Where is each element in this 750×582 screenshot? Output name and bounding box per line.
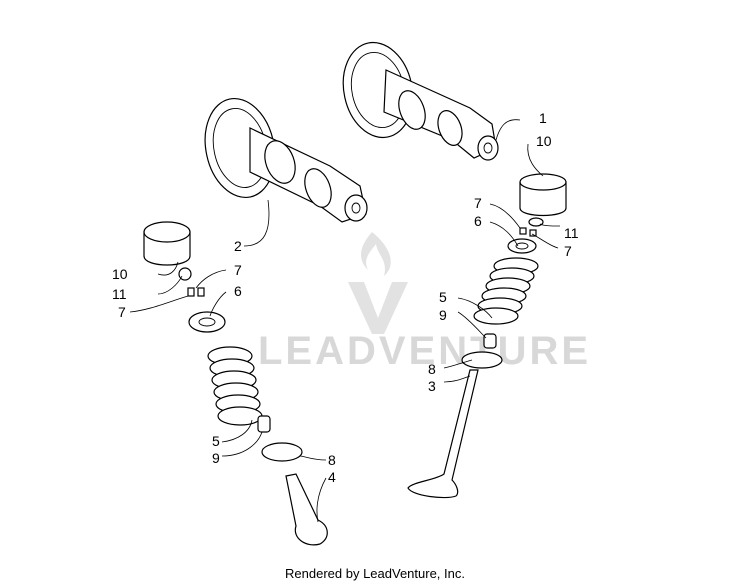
callout-2: 2 bbox=[234, 238, 242, 254]
callout-5-right: 5 bbox=[439, 289, 447, 305]
valve-spring-right bbox=[473, 257, 539, 325]
keeper-left-a bbox=[187, 287, 195, 297]
leadventure-watermark: LEADVENTURE bbox=[258, 232, 591, 373]
keeper-left-b bbox=[197, 287, 205, 297]
callout-7-right-upper: 7 bbox=[474, 195, 482, 211]
spring-seat-left bbox=[261, 442, 303, 462]
leader-lines bbox=[129, 119, 561, 523]
keeper-right-b bbox=[529, 229, 537, 237]
flame-logo-icon bbox=[361, 232, 391, 276]
callout-7-right-lower: 7 bbox=[564, 243, 572, 259]
callout-10-left: 10 bbox=[112, 266, 128, 282]
callout-8-left: 8 bbox=[328, 452, 336, 468]
callout-4: 4 bbox=[328, 469, 336, 485]
shim-left bbox=[178, 267, 192, 281]
callout-9-right: 9 bbox=[439, 307, 447, 323]
watermark-text: LEADVENTURE bbox=[258, 329, 591, 373]
callout-11-left: 11 bbox=[112, 286, 127, 302]
callout-10-right: 10 bbox=[536, 133, 552, 149]
valve-left bbox=[285, 473, 328, 546]
retainer-right bbox=[507, 238, 537, 254]
valve-seal-right bbox=[483, 333, 497, 349]
callout-labels: 1 10 7 6 11 7 5 9 8 3 2 10 7 11 6 7 5 9 … bbox=[112, 110, 579, 485]
callout-6-right: 6 bbox=[474, 213, 482, 229]
camshaft-right bbox=[342, 41, 499, 161]
callout-11-right: 11 bbox=[564, 225, 579, 241]
valve-assembly-left bbox=[143, 221, 328, 546]
keeper-right-a bbox=[519, 227, 527, 235]
valve-seal-left bbox=[257, 415, 271, 433]
callout-1: 1 bbox=[539, 110, 547, 126]
camshaft-left bbox=[204, 97, 368, 223]
footer-credit: Rendered by LeadVenture, Inc. bbox=[285, 566, 465, 581]
callout-9-left: 9 bbox=[212, 450, 220, 466]
shim-right bbox=[528, 217, 544, 227]
valve-right bbox=[407, 369, 479, 499]
valve-assembly-right bbox=[407, 173, 567, 499]
callout-7-left-lower: 7 bbox=[118, 304, 126, 320]
callout-8-right: 8 bbox=[428, 361, 436, 377]
callout-5-left: 5 bbox=[212, 433, 220, 449]
retainer-left bbox=[188, 311, 226, 333]
callout-7-left-upper: 7 bbox=[234, 262, 242, 278]
callout-3: 3 bbox=[428, 378, 436, 394]
v-logo-icon bbox=[348, 282, 408, 334]
spring-seat-right bbox=[461, 351, 503, 369]
bucket-tappet-right bbox=[519, 181, 567, 217]
callout-6-left: 6 bbox=[234, 283, 242, 299]
valve-spring-left bbox=[207, 346, 263, 426]
